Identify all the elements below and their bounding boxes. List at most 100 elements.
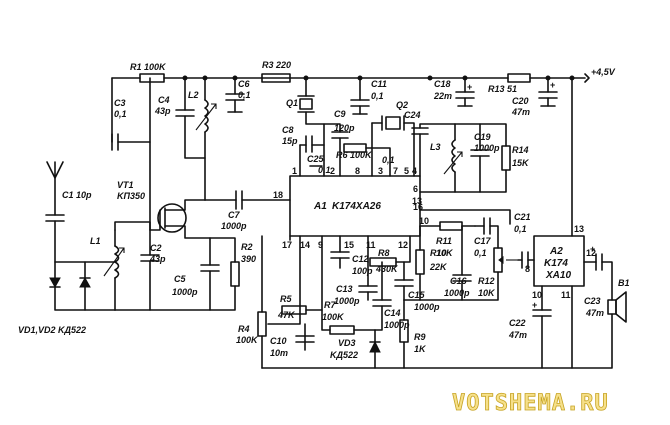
value-c3: 0,1 (114, 109, 127, 119)
label-r9: R9 (414, 332, 426, 342)
capacitor-c18: + C18 22m (433, 77, 475, 107)
value-c21: 0,1 (514, 224, 527, 234)
label-r5: R5 (280, 294, 292, 304)
value-r9: 1K (414, 344, 427, 354)
label-c17: C17 (474, 236, 492, 246)
resistor-r8: R8 430K (367, 235, 411, 274)
value-vt1: KП350 (117, 191, 145, 201)
value-r4: 100K (236, 335, 259, 345)
svg-text:10: 10 (532, 290, 542, 300)
label-c10: C10 (270, 336, 287, 346)
speaker-b1: B1 (261, 278, 630, 369)
ic-a2-ref: A2 (549, 246, 563, 257)
svg-text:13: 13 (574, 224, 584, 234)
value-c24: 0,1 (382, 155, 395, 165)
ground-connections: R4 100K C10 10m (236, 235, 315, 369)
resistor-r9: R9 1K (399, 299, 427, 369)
value-r5: 47K (277, 310, 296, 320)
label-c16: C16 (450, 276, 468, 286)
label-vd3: VD3 (338, 338, 356, 348)
svg-text:18: 18 (273, 190, 283, 200)
svg-text:+: + (550, 80, 555, 90)
value-c23: 47m (585, 308, 604, 318)
svg-text:11: 11 (366, 240, 376, 250)
value-c7: 1000p (221, 221, 247, 231)
svg-text:12: 12 (586, 248, 596, 258)
value-c6: 0,1 (238, 90, 251, 100)
ic-a1-part: K174XA26 (332, 201, 381, 212)
value-c11: 0,1 (371, 91, 384, 101)
ic-a2-part2: XA10 (545, 270, 571, 281)
svg-text:2: 2 (330, 166, 335, 176)
resistor-r12: R12 10K (461, 247, 518, 301)
label-c6: C6 (238, 79, 250, 89)
label-r2: R2 (241, 242, 253, 252)
crystal-q1: Q1 (286, 77, 325, 177)
supply-voltage-label: +4,5V (591, 67, 616, 77)
capacitor-c9: C9 120p (323, 109, 355, 177)
label-r8: R8 (378, 248, 390, 258)
label-c23: C23 (584, 296, 601, 306)
label-c14: C14 (384, 308, 401, 318)
label-r11: R11 (436, 236, 452, 246)
capacitor-c22: + C22 47m (508, 300, 552, 369)
value-c4: 43p (154, 106, 171, 116)
label-r12: R12 (478, 276, 495, 286)
capacitor-c3: C3 0,1 (111, 98, 151, 151)
label-r6: R6 100K (336, 150, 373, 160)
svg-text:3: 3 (378, 166, 383, 176)
label-c22: C22 (509, 318, 526, 328)
resistor-r1: R1 100K (130, 62, 167, 83)
label-vt1: VT1 (117, 180, 134, 190)
svg-text:17: 17 (282, 240, 292, 250)
label-r14: R14 (512, 145, 529, 155)
capacitor-c17: C17 0,1 (474, 217, 499, 258)
label-c8: C8 (282, 125, 294, 135)
label-c15: C15 (408, 290, 426, 300)
svg-text:5: 5 (404, 166, 409, 176)
svg-text:16: 16 (413, 202, 423, 212)
value-c13: 1000p (334, 296, 360, 306)
label-c25: C25 (307, 154, 325, 164)
label-c2: C2 (150, 243, 162, 253)
label-r10: R10 (430, 248, 447, 258)
value-c9: 120p (334, 123, 355, 133)
value-r14: 15K (512, 158, 530, 168)
value-c18: 22m (433, 91, 452, 101)
label-c21: C21 (514, 212, 531, 222)
label-c13: C13 (336, 284, 353, 294)
diodes-vd1-vd2: VD1,VD2 KД522 (18, 261, 116, 335)
svg-text:10: 10 (419, 216, 429, 226)
capacitor-c11: C11 0,1 (350, 77, 387, 115)
ic-a2-part: K174 (544, 258, 568, 269)
label-q1: Q1 (286, 98, 298, 108)
label-l3: L3 (430, 142, 441, 152)
value-c17: 0,1 (474, 248, 487, 258)
svg-text:8: 8 (355, 166, 360, 176)
ic-a1-ref: A1 (313, 201, 327, 212)
capacitor-c7: C7 1000p (204, 190, 291, 231)
capacitor-c2: C2 43p (114, 229, 166, 311)
svg-text:1: 1 (292, 166, 297, 176)
label-b1: B1 (618, 278, 630, 288)
value-c14: 1000p (384, 320, 410, 330)
capacitor-c6: C6 0,1 (225, 77, 251, 113)
capacitor-c20: + C20 47m (511, 77, 558, 117)
label-vd1-vd2: VD1,VD2 KД522 (18, 325, 86, 335)
capacitor-c19: C19 1000p (454, 123, 500, 193)
label-c18: C18 (434, 79, 451, 89)
value-r12: 10K (478, 288, 496, 298)
capacitor-c24: C24 0,1 (382, 110, 456, 177)
label-r4: R4 (238, 324, 250, 334)
svg-text:9: 9 (318, 240, 323, 250)
svg-text:11: 11 (561, 290, 571, 300)
inductor-l2: L2 (188, 77, 217, 201)
resistor-r13: R13 51 (488, 73, 531, 94)
capacitor-c15: C15 1000p (394, 261, 440, 312)
label-l1: L1 (90, 236, 101, 246)
label-c19: C19 (474, 132, 491, 142)
label-r1: R1 100K (130, 62, 167, 72)
value-r10: 22K (429, 262, 448, 272)
value-r8: 430K (375, 264, 399, 274)
svg-text:8: 8 (525, 264, 530, 274)
